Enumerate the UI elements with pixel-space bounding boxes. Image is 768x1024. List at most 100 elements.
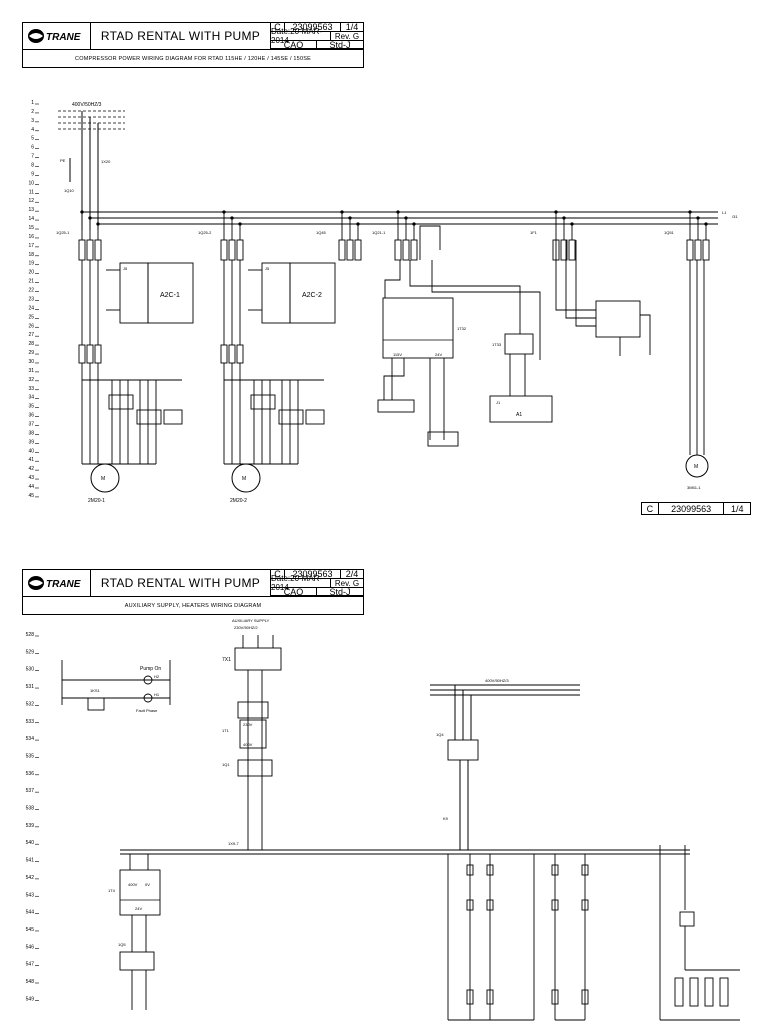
x20-label: 1X20 (101, 159, 111, 164)
svg-text:1T33: 1T33 (492, 342, 502, 347)
row-label: 528 (26, 632, 35, 638)
contactor-label: 1Q25-2 (198, 230, 212, 235)
row-label: 17 (28, 243, 34, 249)
svg-text:1T4: 1T4 (108, 888, 116, 893)
row-label: 547 (26, 962, 35, 968)
doc-number: 23099563 (285, 22, 341, 32)
svg-text:115V: 115V (393, 352, 402, 357)
svg-text:H1: H1 (154, 692, 160, 697)
svg-text:M: M (101, 476, 105, 482)
row-label: 34 (28, 395, 34, 401)
trane-logo-icon: TRANE (23, 570, 91, 596)
row-label: 6 (31, 145, 34, 151)
svg-text:1X9-7: 1X9-7 (228, 841, 239, 846)
row-label: 9 (31, 171, 34, 177)
row-label: 543 (26, 892, 35, 898)
motor-2-label: 2M20-2 (230, 498, 247, 504)
sheet-1-description: COMPRESSOR POWER WIRING DIAGRAM FOR RTAD… (23, 49, 363, 67)
q10-label: 1Q10 (64, 188, 75, 193)
a1-label: A1 (516, 412, 522, 418)
svg-text:H2: H2 (154, 674, 160, 679)
row-label: 25 (28, 314, 34, 320)
auxiliary-wiring-diagram: 5285295305315325335345355365375385395405… (26, 618, 740, 1021)
row-label: 29 (28, 350, 34, 356)
row-label: 546 (26, 944, 35, 950)
motor-1-label: 2M20-1 (88, 498, 105, 504)
aux-voltage-label: 230V/50HZ/2 (234, 625, 258, 630)
svg-text:24V: 24V (135, 906, 142, 911)
row-label: 1 (31, 100, 34, 106)
row-label: 529 (26, 649, 35, 655)
svg-text:J1: J1 (496, 400, 501, 405)
contactor-label: 1Q45 (316, 230, 327, 235)
row-label: 4 (31, 127, 34, 133)
t32-label: 1T32 (457, 326, 467, 331)
row-label: 32 (28, 377, 34, 383)
row-label: 537 (26, 788, 35, 794)
svg-text:TRANE: TRANE (46, 579, 81, 590)
sheet-1-title: RTAD RENTAL WITH PUMP (91, 23, 271, 49)
row-label: 2 (31, 109, 34, 115)
svg-text:400V: 400V (128, 882, 138, 887)
row-number-column: 1234567891011121314151617181920212223242… (28, 100, 39, 499)
row-label: 40 (28, 448, 34, 454)
row-label: 41 (28, 457, 34, 463)
bus-ref: /31 (732, 214, 738, 219)
row-label: 5 (31, 136, 34, 142)
contactor-label: 1Q51 (664, 230, 675, 235)
fault-phase-label: Fault Phase (136, 708, 158, 713)
row-label: 12 (28, 198, 34, 204)
row-label: 11 (29, 189, 34, 195)
pump-on-label: Pump On (140, 666, 161, 672)
row-label: 14 (28, 216, 34, 222)
cad: CAO (271, 40, 317, 50)
row-label: 43 (28, 475, 34, 481)
j5-1-label: J5 (123, 266, 128, 271)
a2c-1-label: A2C-1 (160, 292, 180, 299)
page-number: 1/4 (341, 22, 363, 32)
row-label: 38 (28, 430, 34, 436)
sheet-1: TRANE RTAD RENTAL WITH PUMP C 23099563 1… (22, 22, 751, 515)
row-label: 35 (28, 404, 34, 410)
revision: Rev. G (331, 32, 363, 41)
row-label: 533 (26, 719, 35, 725)
svg-text:1Q4: 1Q4 (436, 732, 444, 737)
row-number-column: 5285295305315325335345355365375385395405… (26, 632, 39, 1002)
contactor-label: 1F1 (530, 230, 538, 235)
row-label: 42 (28, 466, 34, 472)
row-label: 536 (26, 771, 35, 777)
pe-label: PE (60, 158, 66, 163)
power-wiring-diagram: 1234567891011121314151617181920212223242… (28, 100, 738, 504)
row-label: 531 (26, 684, 35, 690)
row-label: 39 (28, 439, 34, 445)
sheet-2-description: AUXILIARY SUPPLY, HEATERS WIRING DIAGRAM (23, 596, 363, 614)
svg-text:0V: 0V (145, 882, 150, 887)
sheet-2: TRANE RTAD RENTAL WITH PUMP C 23099563 2… (0, 520, 768, 1024)
row-label: 21 (28, 279, 34, 285)
row-label: 549 (26, 996, 35, 1002)
title-block-1: TRANE RTAD RENTAL WITH PUMP C 23099563 1… (22, 22, 364, 68)
row-label: 45 (28, 493, 34, 499)
row-label: 538 (26, 806, 35, 812)
rev-class: C (271, 22, 285, 32)
row-label: 19 (28, 261, 34, 267)
row-label: 22 (28, 288, 34, 294)
contactor-label: 1Q25-1 (56, 230, 70, 235)
row-label: 8 (31, 163, 34, 169)
row-label: 541 (26, 858, 35, 864)
row-label: 3 (31, 118, 34, 124)
svg-text:1Q1: 1Q1 (222, 762, 230, 767)
row-label: 20 (28, 270, 34, 276)
svg-text:1KS1: 1KS1 (90, 688, 101, 693)
row-label: 27 (28, 332, 34, 338)
row-label: 31 (28, 368, 34, 374)
row-label: 548 (26, 979, 35, 985)
sheet-1-footer-ref: C 23099563 1/4 (641, 502, 751, 515)
svg-text:1T1: 1T1 (222, 728, 230, 733)
date: Date:20-MAR-2014 (271, 27, 331, 45)
row-label: 532 (26, 701, 35, 707)
svg-text:1Q5: 1Q5 (118, 942, 126, 947)
svg-text:230V: 230V (243, 722, 253, 727)
j5-2-label: J5 (265, 266, 270, 271)
supply-label: 400V/50HZ/3 (72, 102, 102, 108)
